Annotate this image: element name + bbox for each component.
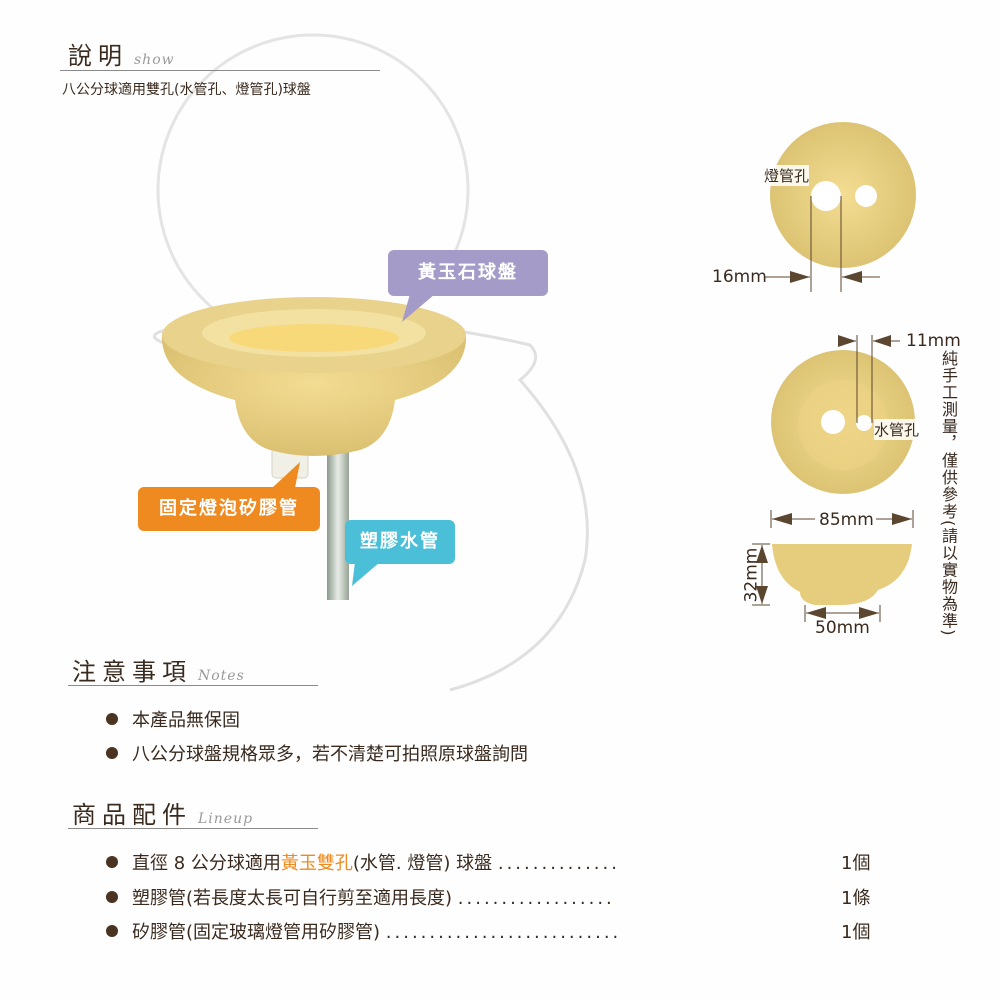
title-text: 說明 <box>68 42 128 70</box>
callout-plate: 黃玉石球盤 <box>388 250 548 296</box>
leader-dots: .................. <box>457 888 615 909</box>
note-text: 八公分球盤規格眾多，若不清楚可拍照原球盤詢問 <box>132 744 528 765</box>
base-dimension: 50mm <box>815 618 870 638</box>
list-item: 塑膠管(若長度太長可自行剪至適用長度) .................. 1條 <box>106 884 870 910</box>
callout-plate-text: 黃玉石球盤 <box>418 262 518 283</box>
section-title-lineup: 商品配件 Lineup <box>72 795 253 830</box>
item-highlight: 黃玉雙孔 <box>280 853 353 874</box>
bullet-icon <box>106 891 118 903</box>
list-item: 矽膠管(固定玻璃燈管用矽膠管) ........................… <box>106 918 870 944</box>
item-quantity: 1條 <box>841 888 871 909</box>
callout-pointer <box>402 294 435 322</box>
list-item: 本產品無保固 <box>106 706 240 732</box>
callout-silicone: 固定燈泡矽膠管 <box>138 487 320 531</box>
callout-water-tube: 塑膠水管 <box>345 520 455 564</box>
item-quantity: 1個 <box>841 922 871 943</box>
list-item: 八公分球盤規格眾多，若不清楚可拍照原球盤詢問 <box>106 740 528 766</box>
water-hole-label: 水管孔 <box>874 419 920 440</box>
bullet-icon <box>106 713 118 725</box>
subtitle: 八公分球適用雙孔(水管孔、燈管孔)球盤 <box>62 82 311 98</box>
lineup-title-en: Lineup <box>198 811 254 827</box>
leader-dots: ........................... <box>385 922 622 943</box>
item-text: 直徑 8 公分球適用 <box>132 853 281 874</box>
divider <box>68 685 318 686</box>
diameter-dimension: 85mm <box>817 510 876 530</box>
item-text: (水管. 燈管) 球盤 <box>352 853 493 874</box>
note-text: 本產品無保固 <box>132 710 240 731</box>
list-item: 直徑 8 公分球適用黃玉雙孔(水管. 燈管) 球盤 ..............… <box>106 849 870 875</box>
lamp-hole-dimension: 16mm <box>712 267 767 287</box>
callout-silicone-text: 固定燈泡矽膠管 <box>159 498 299 519</box>
item-text: 塑膠管(若長度太長可自行剪至適用長度) <box>132 888 453 909</box>
title-en: show <box>134 52 175 68</box>
height-dimension: 32mm <box>741 547 762 603</box>
divider <box>60 70 380 71</box>
callout-pointer <box>272 462 300 488</box>
notes-title-en: Notes <box>198 668 245 684</box>
bullet-icon <box>106 747 118 759</box>
item-text: 矽膠管(固定玻璃燈管用矽膠管) <box>132 922 381 943</box>
lineup-title: 商品配件 <box>72 801 192 829</box>
divider <box>68 828 318 829</box>
item-quantity: 1個 <box>841 853 871 874</box>
bullet-icon <box>106 856 118 868</box>
notes-title: 注意事項 <box>72 658 192 686</box>
section-title-show: 說明 show <box>68 36 175 71</box>
measurement-note: 純手工測量，僅供參考(請以實物為準) <box>939 350 958 637</box>
leader-dots: .............. <box>497 853 620 874</box>
water-hole-dimension: 11mm <box>906 331 961 351</box>
lamp-hole-label: 燈管孔 <box>764 165 810 186</box>
callout-pointer <box>352 562 380 586</box>
callout-water-tube-text: 塑膠水管 <box>360 531 440 552</box>
section-title-notes: 注意事項 Notes <box>72 652 245 687</box>
bullet-icon <box>106 925 118 937</box>
